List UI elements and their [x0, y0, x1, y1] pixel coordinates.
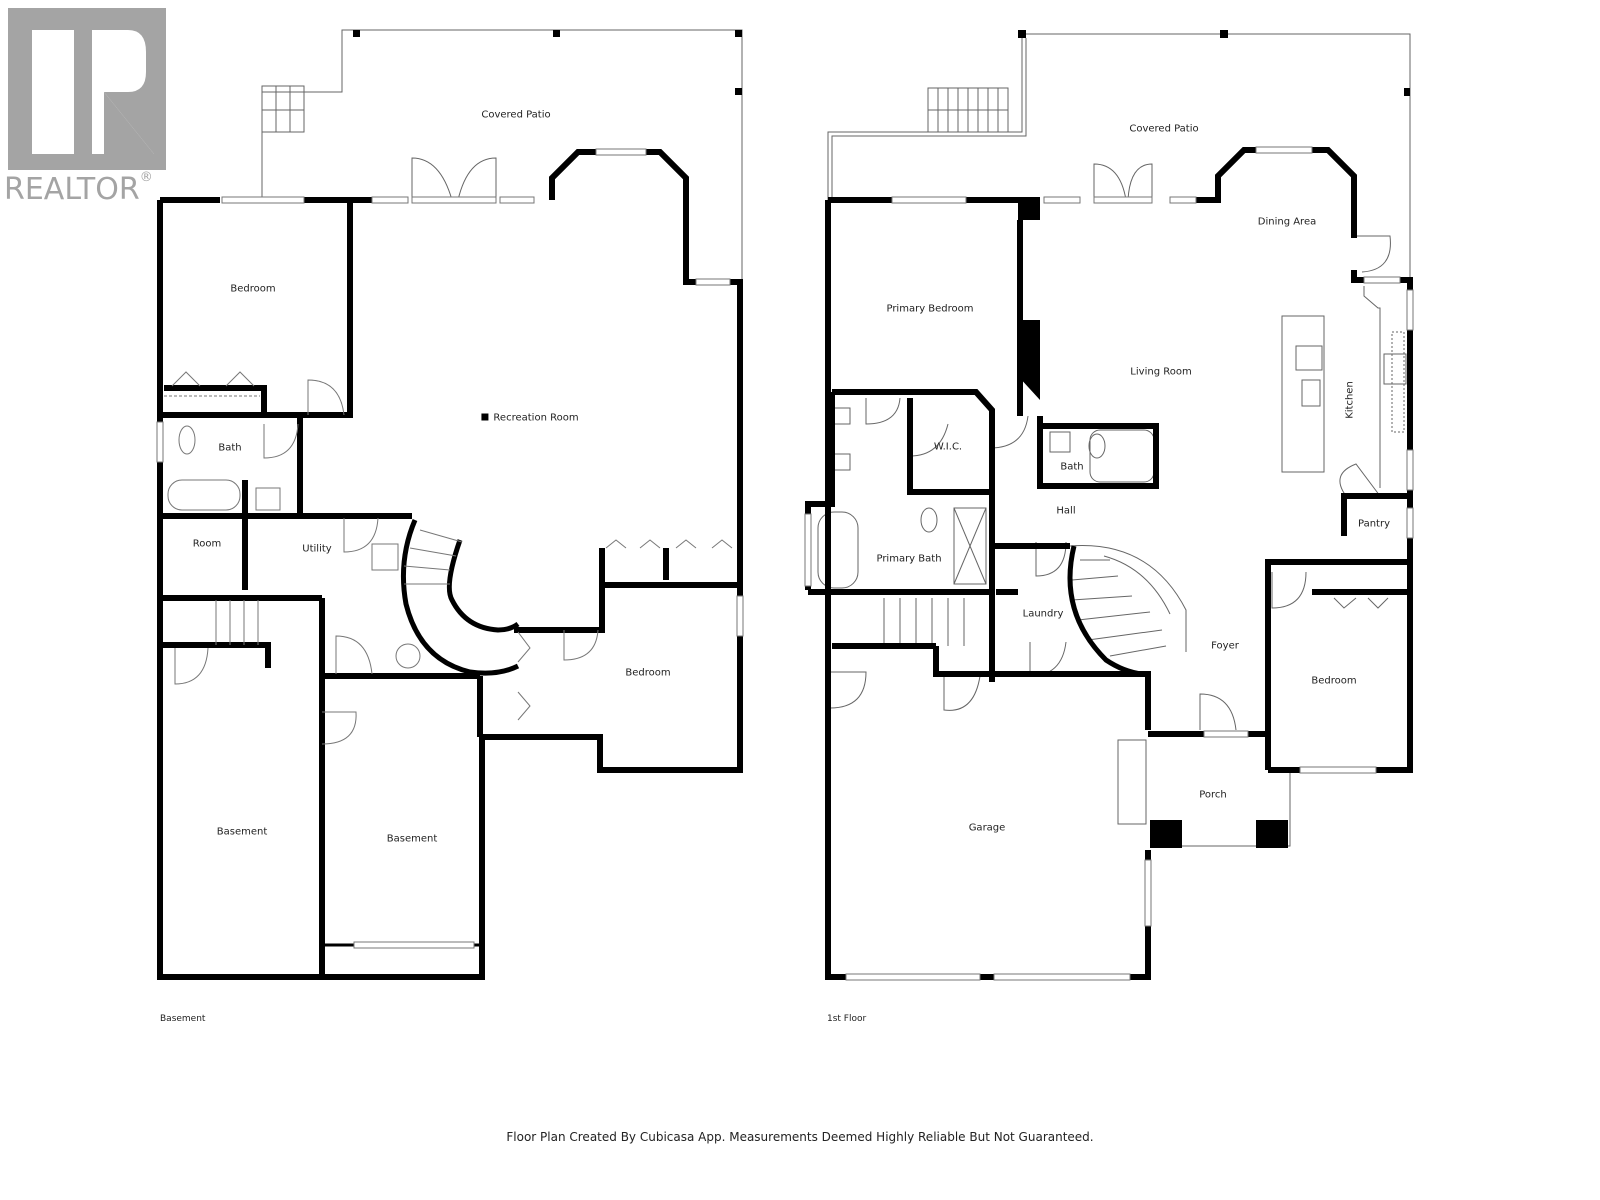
room-label-bedroom: Bedroom [230, 283, 276, 295]
room-label-basement-2: Basement [386, 833, 438, 845]
room-label-primary-bedroom: Primary Bedroom [886, 303, 974, 315]
room-label-utility: Utility [302, 543, 332, 555]
room-label-primary-bath: Primary Bath [876, 553, 942, 565]
room-label-living-room: Living Room [1130, 366, 1192, 378]
room-label-room: Room [192, 538, 222, 550]
realtor-r-logo-icon [8, 8, 166, 170]
realtor-brand-text: REALTOR [4, 172, 140, 207]
floor-title-1st-floor: 1st Floor [827, 1014, 867, 1024]
room-label-covered-patio: Covered Patio [1129, 123, 1199, 135]
recreation-room-text: Recreation Room [493, 412, 579, 424]
room-label-bath: Bath [1060, 461, 1084, 473]
room-label-recreation-room: Recreation Room [481, 412, 579, 424]
room-label-garage: Garage [968, 822, 1006, 834]
marker-icon [481, 413, 489, 420]
room-label-bedroom: Bedroom [1311, 675, 1357, 687]
room-label-bedroom-2: Bedroom [625, 667, 671, 679]
room-label-pantry: Pantry [1358, 518, 1390, 530]
room-label-foyer: Foyer [1211, 640, 1239, 652]
room-label-porch: Porch [1199, 789, 1227, 801]
room-label-dining-area: Dining Area [1257, 216, 1317, 228]
room-label-basement-1: Basement [216, 826, 268, 838]
room-label-wic: W.I.C. [933, 441, 963, 453]
room-label-laundry: Laundry [1022, 608, 1064, 620]
floor-title-basement: Basement [160, 1014, 206, 1024]
realtor-wordmark: REALTOR® [4, 170, 153, 207]
room-label-hall: Hall [1056, 505, 1076, 517]
registered-mark: ® [139, 170, 153, 185]
room-label-covered-patio: Covered Patio [481, 109, 551, 121]
room-label-bath: Bath [218, 442, 242, 454]
footer-disclaimer: Floor Plan Created By Cubicasa App. Meas… [506, 1130, 1094, 1144]
room-label-kitchen: Kitchen [1344, 381, 1356, 419]
